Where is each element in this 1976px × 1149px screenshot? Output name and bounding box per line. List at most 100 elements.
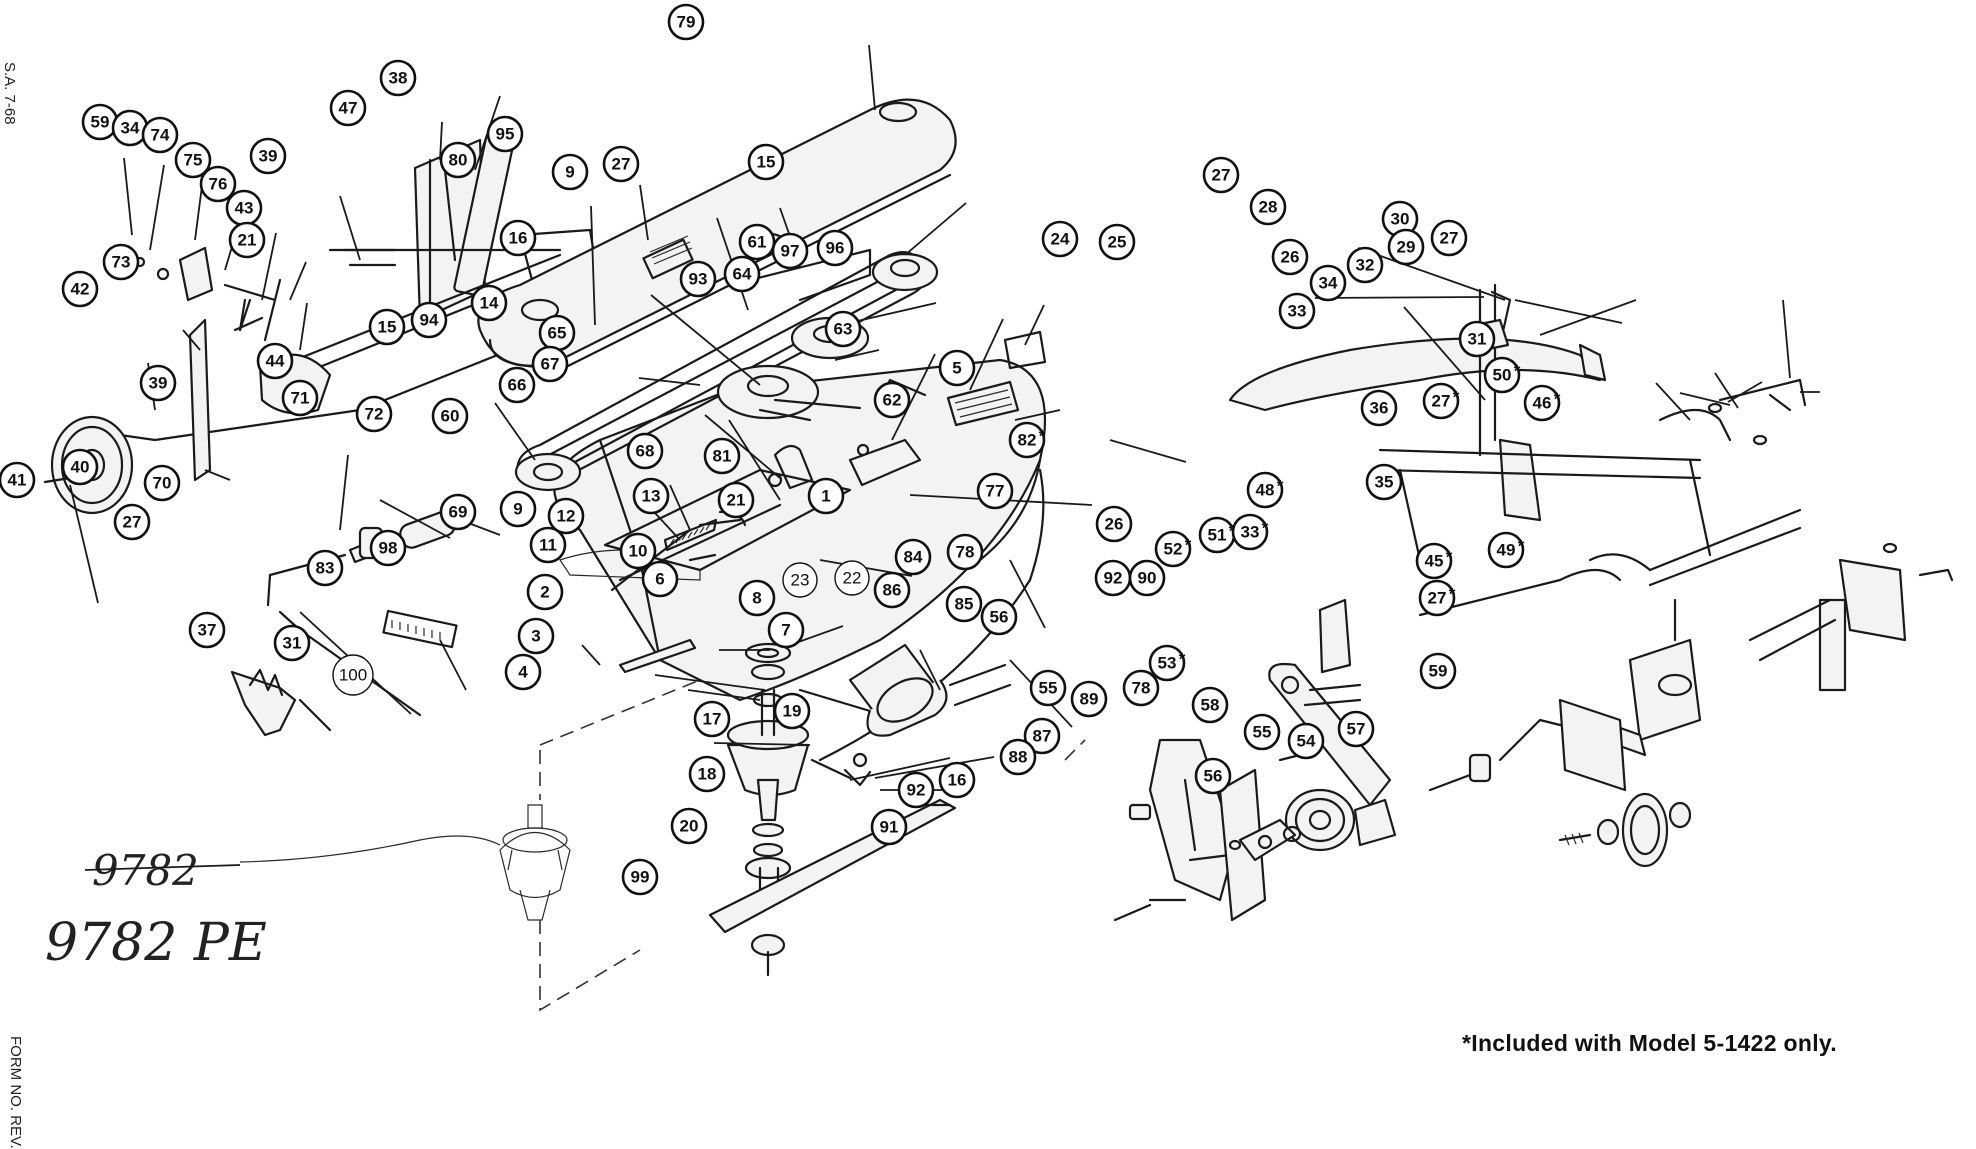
callout-number: 77 (986, 482, 1005, 501)
callout-circle (1191, 686, 1229, 724)
callout-number: 59 (91, 113, 110, 132)
callout-circle (1249, 188, 1287, 226)
callout-number: 72 (365, 405, 384, 424)
callout-number: 21 (727, 491, 746, 510)
callout-number: 1 (821, 487, 830, 506)
callout-number: 92 (1104, 569, 1123, 588)
callout-circle (228, 221, 266, 259)
asterisk-icon: * (1185, 536, 1192, 555)
bracket-49 (1748, 542, 1954, 692)
callout-81: 81 (703, 437, 741, 475)
callout-circle (834, 560, 870, 596)
callout-number: 27 (1212, 166, 1231, 185)
callout-10: 10 (619, 532, 657, 570)
callout-number: 38 (389, 69, 408, 88)
callout-number: 14 (480, 294, 499, 313)
asterisk-icon: * (1554, 390, 1561, 409)
callout-66: 66 (498, 366, 536, 404)
callout-12: 12 (547, 497, 585, 535)
callout-number: 33 (1288, 302, 1307, 321)
callout-number: 34 (1319, 274, 1338, 293)
callout-84: 84 (894, 538, 932, 576)
callout-59: 59 (1419, 652, 1457, 690)
callout-circle (273, 624, 311, 662)
asterisk-icon: * (1453, 388, 1460, 407)
callout-number: 52 (1164, 540, 1183, 559)
callout-number: 28 (1259, 198, 1278, 217)
callout-52: 52* (1154, 530, 1192, 568)
callout-number: 27 (612, 155, 631, 174)
callout-number: 26 (1105, 515, 1124, 534)
callout-circle (1128, 559, 1166, 597)
callout-26: 26 (1271, 238, 1309, 276)
callout-19: 19 (773, 692, 811, 730)
callout-72: 72 (355, 395, 393, 433)
callout-4: 4 (504, 653, 542, 691)
callout-number: 54 (1297, 732, 1316, 751)
callout-65: 65 (538, 314, 576, 352)
callout-number: 30 (1391, 210, 1410, 229)
callout-76: 76 (199, 165, 237, 203)
callout-circle (667, 3, 705, 41)
callout-circle (1194, 757, 1232, 795)
callout-25: 25 (1098, 223, 1136, 261)
callout-6: 6 (641, 560, 679, 598)
callout-16: 16 (938, 761, 976, 799)
margin-label-bottom: FORM NO. REV. (7, 1036, 24, 1149)
callout-number: 68 (636, 442, 655, 461)
callout-number: 56 (990, 608, 1009, 627)
callout-98: 98 (369, 529, 407, 567)
callout-circle (1418, 579, 1456, 617)
callout-67: 67 (531, 345, 569, 383)
callout-39: 39 (139, 364, 177, 402)
callout-circle (703, 437, 741, 475)
gauge-decal-98 (382, 609, 458, 649)
callout-63: 63 (824, 310, 862, 348)
callout-number: 96 (826, 239, 845, 258)
callout-circle (1387, 228, 1425, 266)
callout-74: 74 (141, 116, 179, 154)
callout-circle (738, 223, 776, 261)
callout-number: 75 (184, 151, 203, 170)
callout-number: 82 (1018, 431, 1037, 450)
callout-circle (1271, 238, 1309, 276)
callout-33: 33 (1278, 292, 1316, 330)
callout-48: 48* (1246, 471, 1284, 509)
callout-number: 70 (153, 474, 172, 493)
callout-47: 47 (329, 89, 367, 127)
callout-circle (897, 771, 935, 809)
callout-circle (174, 141, 212, 179)
callout-circle (621, 858, 659, 896)
callout-92: 92 (897, 771, 935, 809)
callout-42: 42 (61, 270, 99, 308)
callout-58: 58 (1191, 686, 1229, 724)
callout-14: 14 (470, 284, 508, 322)
callout-circle (873, 571, 911, 609)
callout-circle (1246, 471, 1284, 509)
callout-number: 18 (698, 765, 717, 784)
callout-9: 9 (551, 153, 589, 191)
pulley-54 (1558, 792, 1692, 868)
callout-1: 1 (807, 477, 845, 515)
callout-number: 78 (1132, 679, 1151, 698)
callout-number: 92 (907, 781, 926, 800)
callout-number: 34 (121, 119, 140, 138)
callout-circle (61, 448, 99, 486)
handwritten-crossed-code: 9782 (92, 846, 199, 895)
callout-number: 11 (539, 536, 557, 555)
callout-31: 31 (1458, 320, 1496, 358)
callout-circle (1360, 389, 1398, 427)
callout-circle (329, 89, 367, 127)
callout-circle (355, 395, 393, 433)
callout-87: 87 (1023, 717, 1061, 755)
callout-36: 36 (1360, 389, 1398, 427)
callout-circle (1231, 513, 1269, 551)
callout-56: 56 (1194, 757, 1232, 795)
callout-number: 22 (843, 569, 862, 588)
callout-34: 34 (111, 109, 149, 147)
callout-circle (504, 653, 542, 691)
callout-number: 27 (1440, 229, 1459, 248)
lever-77 (1268, 598, 1392, 807)
outline-spindle-100 (499, 804, 571, 921)
callout-13: 13 (632, 477, 670, 515)
